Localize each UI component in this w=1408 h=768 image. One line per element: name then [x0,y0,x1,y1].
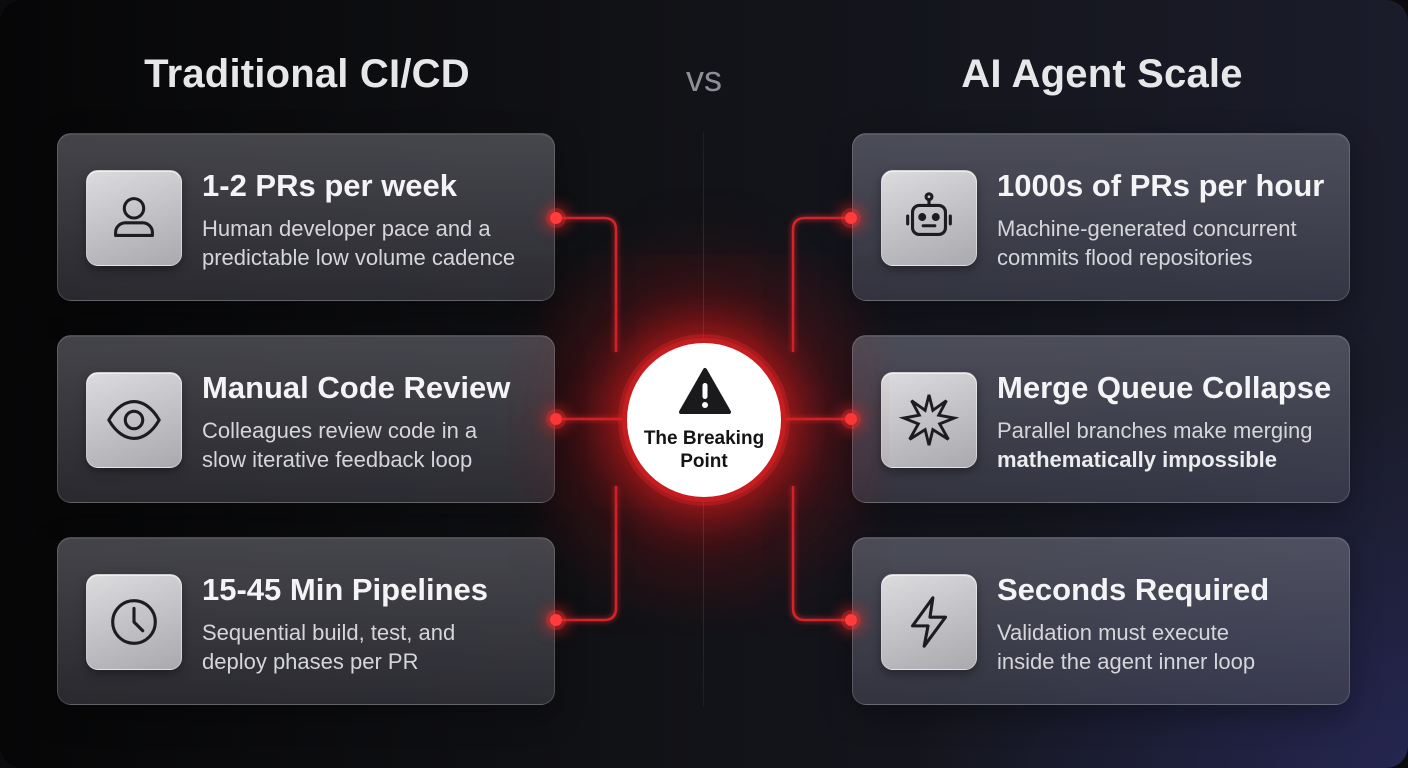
vs-label: vs [686,58,722,99]
connector-node [550,413,562,425]
card-left-pipelines: 15-45 Min Pipelines Sequential build, te… [57,537,555,705]
card-right-seconds-required: Seconds Required Validation must execute… [852,537,1350,705]
card-left-manual-review: Manual Code Review Colleagues review cod… [57,335,555,503]
lightning-icon [881,574,977,670]
clock-icon [86,574,182,670]
connector-right-3 [791,486,851,622]
warning-triangle-icon [679,368,731,414]
connector-node [845,212,857,224]
connector-node [550,212,562,224]
user-icon [86,170,182,266]
card-title: 1-2 PRs per week [202,168,458,203]
connector-node [845,413,857,425]
right-column-heading: AI Agent Scale [961,52,1243,96]
card-title: 15-45 Min Pipelines [202,572,488,607]
card-title: 1000s of PRs per hour [997,168,1325,203]
explosion-icon [881,372,977,468]
card-title: Manual Code Review [202,370,511,405]
card-right-merge-queue: Merge Queue Collapse Parallel branches m… [852,335,1350,503]
connector-left-1 [556,216,618,352]
left-column-heading: Traditional CI/CD [144,52,470,96]
card-title: Seconds Required [997,572,1270,607]
connector-left-3 [556,486,618,622]
card-right-prs-per-hour: 1000s of PRs per hour Machine-generated … [852,133,1350,301]
connector-node [550,614,562,626]
eye-icon [86,372,182,468]
card-left-prs-per-week: 1-2 PRs per week Human developer pace an… [57,133,555,301]
robot-icon [881,170,977,266]
connector-right-1 [791,216,851,352]
card-title: Merge Queue Collapse [997,370,1332,405]
connector-node [845,614,857,626]
